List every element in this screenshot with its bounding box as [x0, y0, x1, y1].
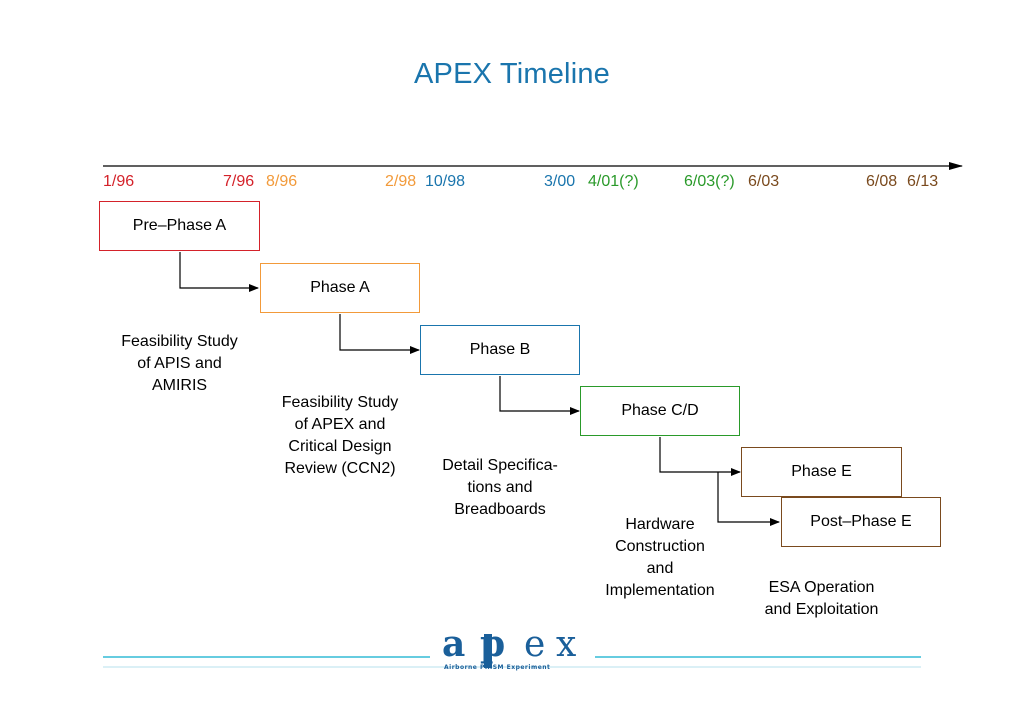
- date-label: 3/00: [544, 173, 576, 190]
- date-label: 10/98: [425, 173, 466, 190]
- date-label: 4/01(?): [588, 173, 639, 190]
- logo-letter-p: p: [480, 626, 505, 665]
- description-line: Feasibility Study: [121, 333, 238, 350]
- description-line: and Exploitation: [764, 601, 879, 618]
- description-line: Implementation: [605, 582, 715, 599]
- phase-box-pre-phase-a: Pre–Phase A: [99, 201, 260, 251]
- logo-p-stem: [484, 634, 492, 668]
- description-line: Review (CCN2): [284, 460, 396, 477]
- description-line: ESA Operation: [768, 579, 875, 596]
- description-line: Detail Specifica-: [442, 457, 558, 474]
- logo-letter-e: e: [524, 626, 545, 665]
- date-label: 6/13: [907, 173, 939, 190]
- logo-tagline: Airborne PRISM Experiment: [444, 664, 550, 671]
- connector-pre-to-a: [179, 252, 259, 292]
- date-label: 6/03: [748, 173, 780, 190]
- description-line: Breadboards: [454, 501, 546, 518]
- date-label: 2/98: [385, 173, 417, 190]
- date-label: 1/96: [103, 173, 135, 190]
- connector-a-to-b: [339, 314, 420, 354]
- description-line: and: [646, 560, 674, 577]
- phase-box-phase-a: Phase A: [260, 263, 420, 313]
- phase-box-post-phase-e: Post–Phase E: [781, 497, 941, 547]
- description-line: Critical Design: [288, 438, 392, 455]
- description-phase-e: ESA Operation and Exploitation: [741, 577, 902, 621]
- apex-logo: a p e x Airborne PRISM Experiment: [442, 626, 576, 671]
- description-line: AMIRIS: [151, 377, 208, 394]
- date-label: 7/96: [223, 173, 255, 190]
- date-label: 6/08: [866, 173, 898, 190]
- date-label: 6/03(?): [684, 173, 735, 190]
- phase-box-phase-e: Phase E: [741, 447, 902, 497]
- page-title: APEX Timeline: [413, 58, 610, 90]
- description-line: of APEX and: [294, 416, 386, 433]
- date-label: 8/96: [266, 173, 298, 190]
- description-line: Construction: [615, 538, 705, 555]
- description-pre-phase-a: Feasibility Study of APIS and AMIRIS: [99, 331, 260, 397]
- connector-cd-to-e: [659, 437, 741, 476]
- phase-box-phase-b: Phase B: [420, 325, 580, 375]
- description-phase-b: Detail Specifica- tions and Breadboards: [420, 455, 580, 521]
- description-line: Hardware: [625, 516, 695, 533]
- description-phase-cd: Hardware Construction and Implementation: [580, 514, 740, 602]
- description-line: of APIS and: [137, 355, 222, 372]
- connector-e-to-post: [717, 472, 780, 526]
- logo-letter-a: a: [442, 626, 465, 665]
- phase-box-phase-cd: Phase C/D: [580, 386, 740, 436]
- logo-letter-x: x: [556, 626, 576, 665]
- description-line: Feasibility Study: [281, 394, 399, 411]
- description-phase-a: Feasibility Study of APEX and Critical D…: [260, 392, 420, 480]
- description-line: tions and: [467, 479, 533, 496]
- connector-b-to-cd: [499, 376, 580, 415]
